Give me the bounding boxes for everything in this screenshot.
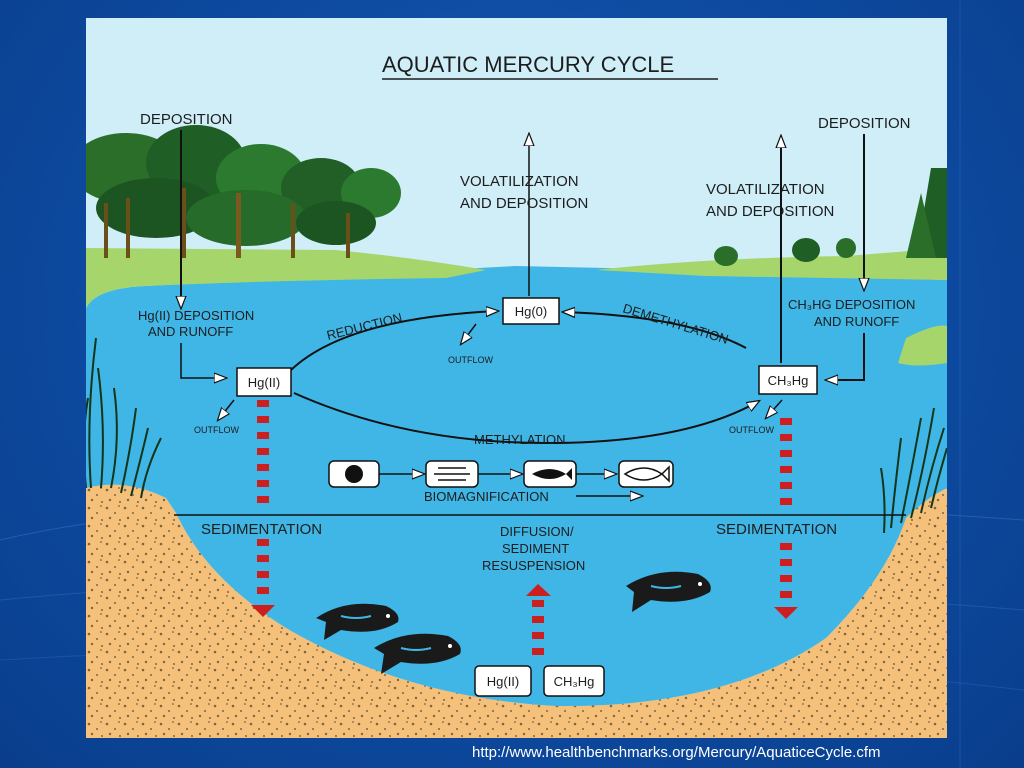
plankton-icon	[345, 465, 363, 483]
sedimentation-left-arrow	[251, 400, 275, 617]
diffusion-label-2: SEDIMENT	[502, 541, 569, 556]
hg0-box: Hg(0)	[502, 297, 560, 325]
diffusion-label-3: RESUSPENSION	[482, 558, 585, 573]
small-fish-icon	[532, 468, 572, 480]
ch3hg-box-label: CH₃Hg	[768, 373, 809, 388]
outflow-left-label: OUTFLOW	[194, 425, 240, 435]
sedimentation-left-label: SEDIMENTATION	[201, 521, 322, 538]
fish-icon	[626, 571, 711, 612]
runoff-right-arrow	[826, 333, 865, 380]
ch3hg-box: CH₃Hg	[758, 365, 818, 395]
hg0-box-label: Hg(0)	[515, 304, 548, 319]
runoff-left-arrow	[180, 343, 226, 378]
biomagnification-label: BIOMAGNIFICATION	[424, 489, 549, 504]
left-reeds	[86, 337, 162, 499]
outflow-center-arrow	[461, 323, 477, 344]
right-shore	[596, 248, 947, 280]
left-trees	[86, 125, 401, 258]
diffusion-up-arrow	[526, 584, 551, 655]
sediment-hg2-label: Hg(II)	[487, 674, 520, 689]
outflow-left-arrow	[218, 399, 235, 420]
left-shore	[86, 248, 486, 308]
hg2-box-label: Hg(II)	[248, 375, 281, 390]
sedimentation-right-label: SEDIMENTATION	[716, 521, 837, 538]
source-url[interactable]: http://www.healthbenchmarks.org/Mercury/…	[472, 744, 881, 761]
hg2-deposition-label-2: AND RUNOFF	[148, 324, 233, 339]
reduction-arrow	[290, 311, 498, 371]
diffusion-label-1: DIFFUSION/	[500, 524, 574, 539]
sediment-ch3hg-box: CH₃Hg	[543, 665, 605, 697]
sedimentation-right-arrow	[774, 418, 798, 619]
ch3hg-deposition-label-1: CH₃HG DEPOSITION	[788, 297, 915, 312]
sediment-ch3hg-label: CH₃Hg	[554, 674, 595, 689]
mercury-cycle-diagram: AQUATIC MERCURY CYCLE DEPOSITION Hg(II) …	[86, 18, 947, 738]
methylation-arrow	[293, 392, 759, 445]
deposition-left-label: DEPOSITION	[140, 111, 233, 128]
right-reeds	[880, 407, 947, 534]
diagram-title: AQUATIC MERCURY CYCLE	[382, 52, 674, 77]
outflow-right-label: OUTFLOW	[729, 425, 775, 435]
hg2-box: Hg(II)	[236, 367, 292, 397]
hg2-deposition-label-1: Hg(II) DEPOSITION	[138, 308, 254, 323]
demethylation-arrow	[563, 312, 747, 349]
deposition-right-label: DEPOSITION	[818, 115, 911, 132]
volatilization-center-label-1: VOLATILIZATION	[460, 173, 579, 190]
large-fish-box	[618, 460, 674, 488]
invertebrate-icon	[434, 467, 470, 481]
right-island	[898, 325, 947, 366]
sediment-hg2-box: Hg(II)	[474, 665, 532, 697]
volatilization-right-label-1: VOLATILIZATION	[706, 181, 825, 198]
right-trees	[714, 168, 947, 266]
water-body	[86, 266, 947, 707]
fish-icon	[316, 603, 399, 640]
ch3hg-deposition-label-2: AND RUNOFF	[814, 314, 899, 329]
outflow-right-arrow	[766, 399, 783, 418]
large-fish-icon	[623, 465, 670, 483]
outflow-center-label: OUTFLOW	[448, 355, 494, 365]
fish-icon	[374, 633, 461, 674]
methylation-label: METHYLATION	[474, 432, 566, 447]
volatilization-center-label-2: AND DEPOSITION	[460, 195, 588, 212]
food-chain	[328, 460, 674, 488]
volatilization-right-label-2: AND DEPOSITION	[706, 203, 834, 220]
